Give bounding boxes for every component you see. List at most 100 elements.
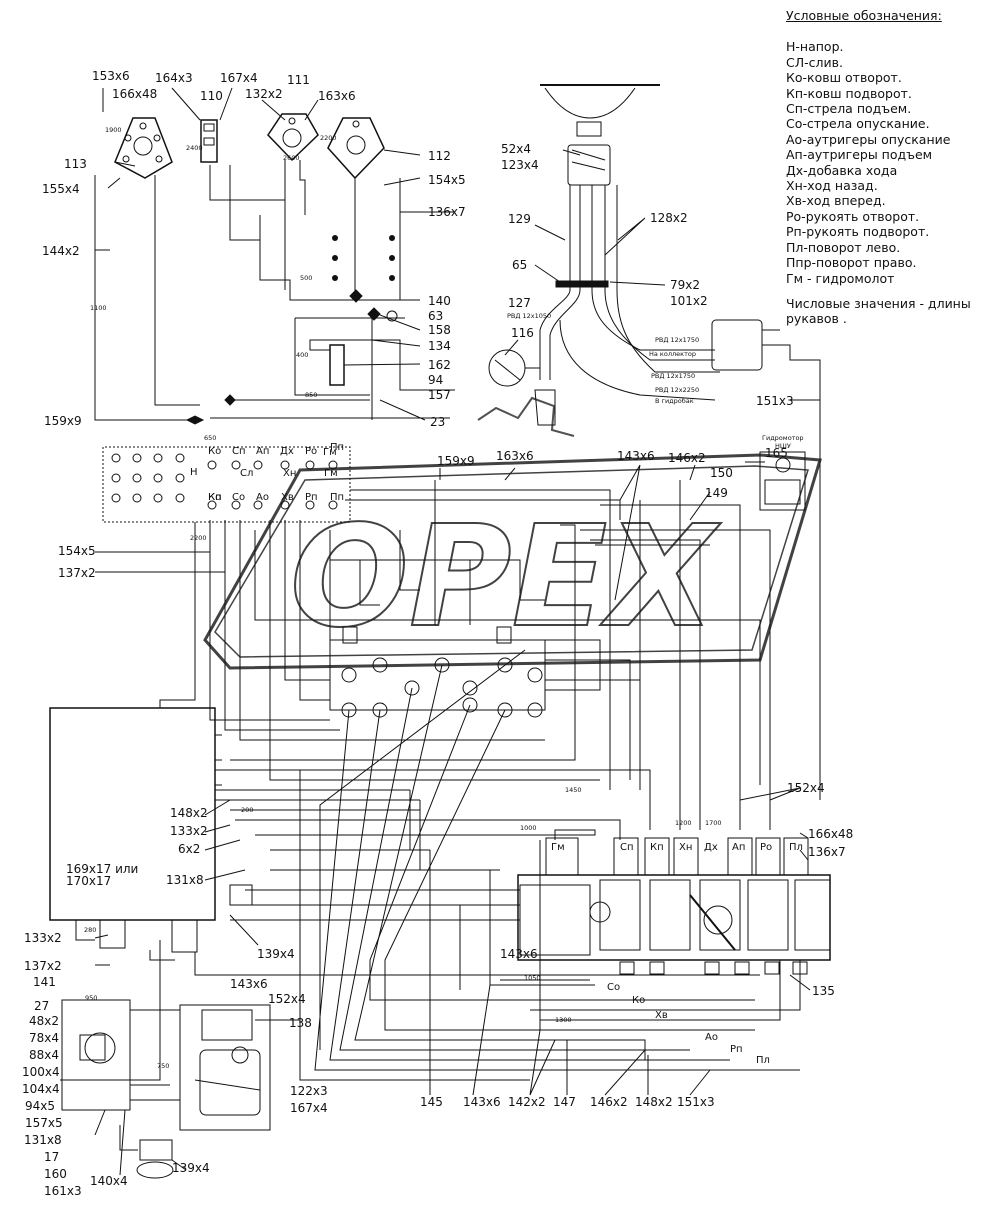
length-label-l13: 1700: [705, 819, 722, 827]
callout-c9: 113: [64, 157, 87, 171]
callout-c1: 153x6: [92, 69, 130, 83]
length-label-l15: 950: [85, 994, 97, 1002]
port-label-p14: Ао: [256, 492, 269, 503]
callout-c40: 149: [705, 486, 728, 500]
callout-c52: 139x4: [257, 947, 295, 961]
legend-item: Сп-стрела подъем.: [786, 101, 912, 117]
callout-c55: 137x2: [24, 959, 62, 973]
legend-item: Хн-ход назад.: [786, 178, 878, 194]
callout-c58: 48x2: [29, 1014, 59, 1028]
callout-c31: 127: [508, 296, 531, 310]
callout-c16: 63: [428, 309, 443, 323]
port-label-p30: Пл: [756, 1055, 770, 1066]
callout-c29: 79x2: [670, 278, 700, 292]
port-label-p28: Ао: [705, 1032, 718, 1043]
callout-c13: 136x7: [428, 205, 466, 219]
port-label-p26: Ко: [632, 995, 645, 1006]
length-label-l7: 400: [296, 351, 308, 359]
callout-c47: 131x8: [166, 873, 204, 887]
callout-c46: 6x2: [178, 842, 200, 856]
length-label-l18: 280: [84, 926, 96, 934]
right-joystick-2: [327, 117, 385, 180]
callout-c62: 104x4: [22, 1082, 60, 1096]
callout-c11: 112: [428, 149, 451, 163]
length-label-l16: 750: [157, 1062, 169, 1070]
callout-c17: 158: [428, 323, 451, 337]
length-label-l1: 1900: [105, 126, 122, 134]
port-label-p15: Хв: [281, 492, 294, 503]
filter-assembly: [61, 999, 180, 1179]
callout-c73: 138: [289, 1016, 312, 1030]
callout-c12: 154x5: [428, 173, 466, 187]
hose-label-h5: РВД 12х2250: [655, 386, 699, 394]
length-label-l17: 200: [241, 806, 253, 814]
port-label-p5: Ап: [256, 446, 269, 457]
callout-c45: 133x2: [170, 824, 208, 838]
hose-label-h8: НШУ: [775, 442, 791, 450]
legend-item: Ппр-поворот право.: [786, 255, 917, 271]
callout-c38: 165: [765, 446, 788, 460]
upper-piping: [94, 160, 455, 425]
port-label-p7: Дх: [280, 446, 294, 457]
callout-c56: 141: [33, 975, 56, 989]
callout-c33: 151x3: [756, 394, 794, 408]
length-label-l20: 2400: [186, 144, 203, 152]
control-panel: [102, 446, 351, 523]
legend-item: Хв-ход вперед.: [786, 193, 886, 209]
callout-c5: 110: [200, 89, 223, 103]
port-label-p6: Н: [190, 467, 198, 478]
callout-c49: 136x7: [808, 845, 846, 859]
callout-c35: 163x6: [496, 449, 534, 463]
port-label-p27: Хв: [655, 1010, 668, 1021]
callout-c78: 142x2: [508, 1095, 546, 1109]
callout-c6: 132x2: [245, 87, 283, 101]
callout-c20: 94: [428, 373, 443, 387]
callout-c22: 23: [430, 415, 445, 429]
port-label-p19: Сп: [620, 842, 634, 853]
callout-c83: 135: [812, 984, 835, 998]
callout-c48: 166x48: [808, 827, 853, 841]
callout-c72: 152x4: [268, 992, 306, 1006]
legend-item: Ао-аутригеры опускание: [786, 131, 951, 147]
callout-c10: 155x4: [42, 182, 80, 196]
callout-c76: 145: [420, 1095, 443, 1109]
length-label-l3: 2200: [320, 134, 337, 142]
steering-unit: [540, 84, 660, 186]
length-label-l12: 1450: [565, 786, 582, 794]
legend-item: Ап-аутригеры подъем: [786, 147, 933, 163]
port-label-p24: Пл: [789, 842, 803, 853]
left-joystick: [114, 117, 173, 179]
pressure-gauge: [759, 451, 806, 511]
legend-title: Условные обозначения:: [786, 8, 942, 23]
port-label-p9: Гм: [324, 468, 338, 479]
callout-c21: 157: [428, 388, 451, 402]
length-label-l6: 1100: [90, 304, 107, 312]
callout-c64: 157x5: [25, 1116, 63, 1130]
port-label-p1: Ко: [208, 446, 221, 457]
callout-c39: 150: [710, 466, 733, 480]
legend-item: СЛ-слив.: [786, 54, 843, 70]
callout-c36: 143x6: [617, 449, 655, 463]
callout-c50: 169x17 или: [66, 862, 138, 876]
leader-lines: [94, 87, 820, 1176]
callout-c75: 167x4: [290, 1101, 328, 1115]
callout-c43: 152x4: [787, 781, 825, 795]
port-label-p25: Со: [607, 982, 620, 993]
port-label-p16: Рп: [305, 492, 318, 503]
callout-c30: 101x2: [670, 294, 708, 308]
callout-c14: 144x2: [42, 244, 80, 258]
legend-item: Со-стрела опускание.: [786, 116, 930, 132]
port-label-p32: Гм: [323, 447, 337, 458]
callout-c63: 94x5: [25, 1099, 55, 1113]
port-label-p22: Ап: [732, 842, 745, 853]
watermark-logo: OPEX: [203, 396, 822, 670]
length-label-l9: 2200: [190, 534, 207, 542]
callout-c51: 170x17: [66, 874, 111, 888]
callout-c68: 161x3: [44, 1184, 82, 1198]
callout-c3: 164x3: [155, 71, 193, 85]
hose-label-h1: РВД 12х1050: [507, 312, 551, 320]
